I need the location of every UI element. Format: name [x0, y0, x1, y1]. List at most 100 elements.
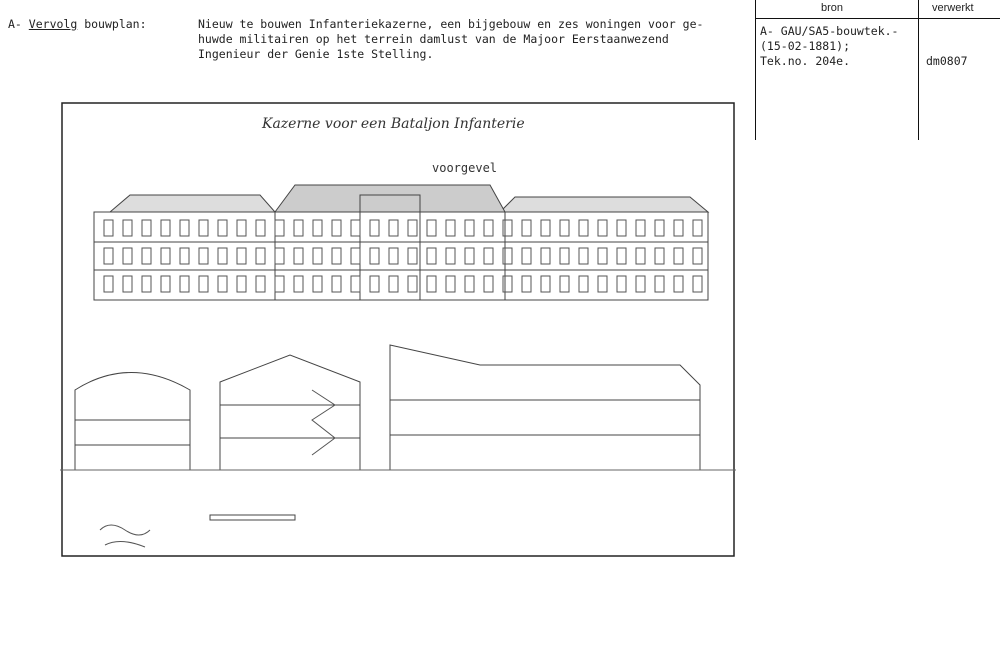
- verwerkt-cell: dm0807: [926, 54, 968, 68]
- window: [388, 247, 399, 265]
- window: [198, 219, 209, 237]
- window: [331, 275, 342, 293]
- window: [578, 275, 589, 293]
- window: [141, 247, 152, 265]
- bron-line: Tek.no. 204e.: [760, 54, 851, 68]
- table-divider: [918, 0, 919, 140]
- window: [179, 275, 190, 293]
- window: [616, 275, 627, 293]
- window: [445, 247, 456, 265]
- window: [483, 275, 494, 293]
- window: [654, 219, 665, 237]
- window: [445, 219, 456, 237]
- window: [483, 219, 494, 237]
- bouwplan-label: bouwplan:: [84, 17, 147, 31]
- window: [426, 219, 437, 237]
- window: [559, 275, 570, 293]
- window: [597, 275, 608, 293]
- window: [464, 275, 475, 293]
- window: [635, 247, 646, 265]
- entry-description: Nieuw te bouwen Infanteriekazerne, een b…: [198, 17, 703, 62]
- window: [312, 247, 323, 265]
- window: [502, 247, 513, 265]
- window: [407, 247, 418, 265]
- window: [103, 219, 114, 237]
- window: [217, 247, 228, 265]
- architectural-drawing: [60, 102, 736, 557]
- window: [160, 247, 171, 265]
- cross-sections: [60, 344, 736, 471]
- prefix-code: A-: [8, 17, 22, 31]
- table-divider: [755, 0, 756, 140]
- window: [483, 247, 494, 265]
- window: [388, 219, 399, 237]
- window: [141, 275, 152, 293]
- window: [502, 275, 513, 293]
- window: [559, 219, 570, 237]
- window: [350, 275, 361, 293]
- window: [255, 275, 266, 293]
- scale-bar: [209, 514, 296, 521]
- window: [331, 219, 342, 237]
- window: [103, 247, 114, 265]
- window: [407, 275, 418, 293]
- window: [331, 247, 342, 265]
- bron-line: (15-02-1881);: [760, 39, 851, 53]
- drawing-title: Kazerne voor een Bataljon Infanterie: [262, 116, 525, 132]
- window: [236, 247, 247, 265]
- window: [312, 219, 323, 237]
- window: [350, 219, 361, 237]
- window: [293, 247, 304, 265]
- window: [274, 247, 285, 265]
- window: [597, 247, 608, 265]
- window: [464, 247, 475, 265]
- window: [293, 219, 304, 237]
- window: [141, 219, 152, 237]
- window: [692, 219, 703, 237]
- window: [198, 275, 209, 293]
- window: [616, 219, 627, 237]
- bron-cell: A- GAU/SA5-bouwtek.-(15-02-1881);Tek.no.…: [760, 24, 898, 69]
- window: [673, 275, 684, 293]
- window: [654, 275, 665, 293]
- window: [540, 275, 551, 293]
- window: [122, 275, 133, 293]
- window: [597, 219, 608, 237]
- window: [692, 247, 703, 265]
- window: [198, 247, 209, 265]
- window: [616, 247, 627, 265]
- window: [274, 275, 285, 293]
- window: [635, 219, 646, 237]
- description-line: Nieuw te bouwen Infanteriekazerne, een b…: [198, 17, 704, 31]
- bron-line: A- GAU/SA5-bouwtek.-: [760, 24, 899, 38]
- description-line: huwde militairen op het terrein damlust …: [198, 32, 669, 46]
- window: [369, 219, 380, 237]
- window: [350, 247, 361, 265]
- window: [160, 275, 171, 293]
- window: [369, 247, 380, 265]
- window: [388, 275, 399, 293]
- window: [673, 219, 684, 237]
- column-header-verwerkt: verwerkt: [932, 2, 974, 14]
- facade-label: voorgevel: [432, 161, 498, 175]
- window: [274, 219, 285, 237]
- signature: [99, 524, 151, 548]
- window: [312, 275, 323, 293]
- vervolg-label: Vervolg: [28, 17, 78, 31]
- window: [122, 247, 133, 265]
- window: [255, 219, 266, 237]
- window: [179, 219, 190, 237]
- window: [540, 219, 551, 237]
- window: [692, 275, 703, 293]
- window: [103, 275, 114, 293]
- window: [635, 275, 646, 293]
- window: [578, 247, 589, 265]
- window: [559, 247, 570, 265]
- window: [407, 219, 418, 237]
- window: [236, 219, 247, 237]
- window: [426, 275, 437, 293]
- description-line: Ingenieur der Genie 1ste Stelling.: [198, 47, 434, 61]
- window: [464, 219, 475, 237]
- window: [521, 247, 532, 265]
